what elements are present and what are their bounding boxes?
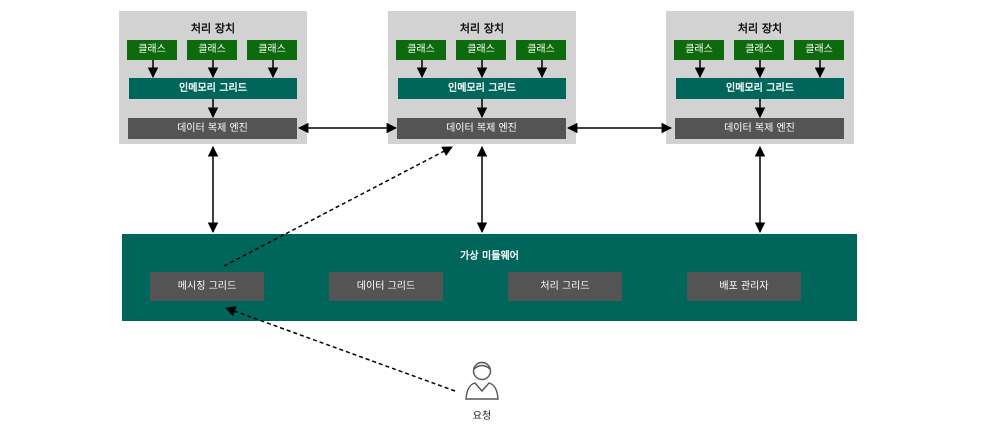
processing-unit-title: 처리 장치	[459, 22, 505, 35]
class-box: 클래스	[187, 40, 237, 60]
class-box: 클래스	[396, 40, 446, 60]
class-box: 클래스	[247, 40, 297, 60]
data-replication-engine: 데이터 복제 엔진	[397, 118, 566, 139]
processing-unit-title: 처리 장치	[737, 22, 783, 35]
request-to-messaging-dashed-arrow	[225, 306, 456, 392]
data-replication-engine: 데이터 복제 엔진	[128, 118, 297, 139]
processing-grid: 처리 그리드	[508, 272, 622, 301]
in-memory-grid: 인메모리 그리드	[129, 78, 297, 99]
deployment-manager: 배포 관리자	[687, 272, 801, 301]
messaging-grid: 메시징 그리드	[150, 272, 264, 301]
class-box: 클래스	[734, 40, 784, 60]
class-box: 클래스	[127, 40, 177, 60]
data-replication-engine: 데이터 복제 엔진	[675, 118, 844, 139]
user-icon	[465, 361, 499, 400]
in-memory-grid: 인메모리 그리드	[398, 78, 566, 99]
messaging-to-node-dashed-arrow	[223, 146, 453, 267]
request-label: 요청	[472, 411, 492, 422]
virtual-middleware: 가상 미들웨어 메시징 그리드 데이터 그리드 처리 그리드 배포 관리자	[122, 234, 857, 321]
class-box: 클래스	[516, 40, 566, 60]
in-memory-grid: 인메모리 그리드	[676, 78, 844, 99]
class-box: 클래스	[456, 40, 506, 60]
class-box: 클래스	[794, 40, 844, 60]
middleware-title: 가상 미들웨어	[460, 251, 519, 262]
processing-unit-title: 처리 장치	[190, 22, 236, 35]
data-grid: 데이터 그리드	[329, 272, 443, 301]
class-box: 클래스	[674, 40, 724, 60]
